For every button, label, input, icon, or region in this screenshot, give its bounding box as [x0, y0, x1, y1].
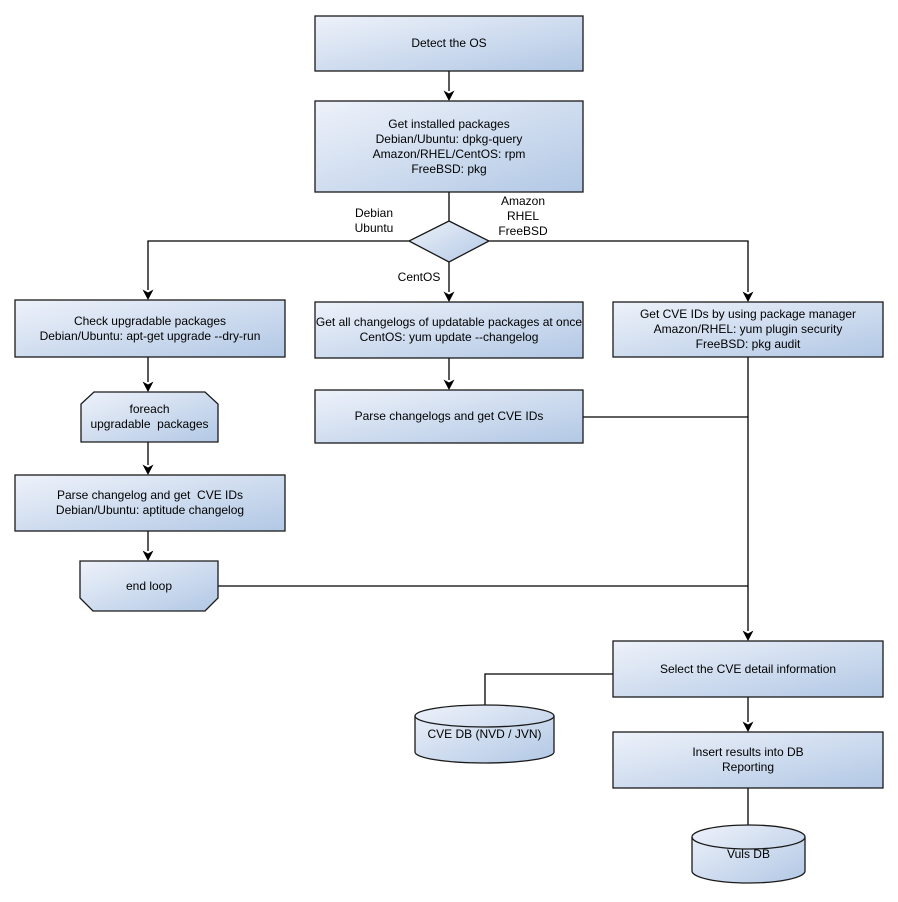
foreach-loop-start-label: foreach upgradable packages: [90, 402, 209, 431]
connector-cvedb-to-select: [484, 673, 613, 705]
arrowhead: [443, 291, 455, 302]
arrowhead: [142, 289, 154, 300]
select-cve-detail-label: Select the CVE detail information: [659, 661, 837, 676]
parse-changelog-left-node: [14, 474, 286, 532]
arrowhead: [742, 291, 754, 302]
arrowhead: [742, 630, 754, 641]
get-all-changelogs-label: Get all changelogs of updatable packages…: [315, 315, 583, 344]
end-loop-label: end loop: [125, 578, 173, 593]
detect-os-node: [314, 15, 584, 72]
parse-changelog-left-label: Parse changelog and get CVE IDs Debian/U…: [55, 488, 245, 517]
get-cve-ids-node: [612, 301, 884, 358]
arrowhead: [742, 721, 754, 732]
branch-label-centos: CentOS: [397, 270, 441, 284]
get-all-changelogs-node: [314, 301, 584, 359]
branch-label-debian-ubuntu: Debian Ubuntu: [354, 206, 394, 235]
select-cve-detail-node: [612, 640, 884, 698]
insert-results-label: Insert results into DB Reporting: [692, 745, 804, 774]
arrowhead: [443, 90, 455, 101]
arrowhead: [142, 381, 154, 392]
detect-os-label: Detect the OS: [411, 36, 487, 50]
parse-changelogs-mid-label: Parse changelogs and get CVE IDs: [354, 409, 544, 423]
foreach-loop-start-node: [80, 391, 219, 443]
get-installed-packages-label: Get installed packages Debian/Ubuntu: dp…: [372, 116, 526, 176]
cve-db-label: CVE DB (NVD / JVN): [427, 727, 542, 741]
connector-decision-to-check-upgradable: [147, 240, 409, 290]
end-loop-node: [79, 560, 219, 612]
vuls-db-cylinder-rim: [691, 836, 806, 850]
cve-db-cylinder: [414, 704, 555, 764]
os-decision-diamond: [407, 220, 491, 263]
arrowhead: [142, 550, 154, 561]
check-upgradable-packages-node: [14, 299, 286, 358]
cve-db-cylinder-rim: [414, 715, 555, 728]
arrowhead: [142, 464, 154, 475]
parse-changelogs-mid-node: [314, 389, 584, 444]
get-installed-packages-node: [314, 100, 584, 193]
vuls-db-label: Vuls DB: [727, 847, 770, 861]
vuls-db-cylinder: [691, 824, 806, 884]
get-cve-ids-label: Get CVE IDs by using package manager Ama…: [639, 307, 857, 351]
check-upgradable-packages-label: Check upgradable packages Debian/Ubuntu:…: [39, 313, 261, 343]
insert-results-node: [612, 731, 884, 789]
branch-label-amazon-rhel-freebsd: Amazon RHEL FreeBSD: [498, 194, 548, 238]
connector-decision-to-get-cve-ids: [489, 240, 749, 292]
arrowhead: [443, 379, 455, 390]
